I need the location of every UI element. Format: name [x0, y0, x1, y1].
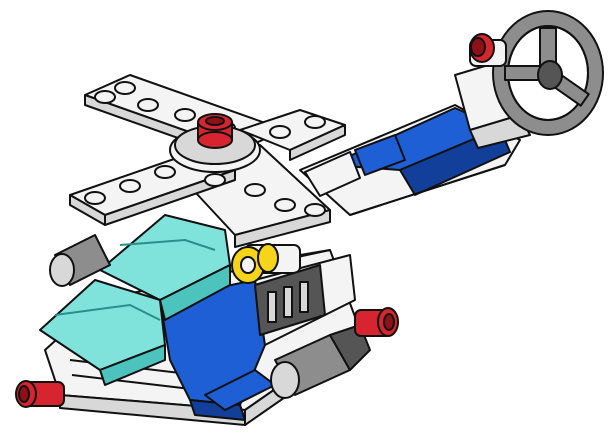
red-wheel-hub [469, 33, 507, 67]
red-rotor-hub [169, 113, 261, 173]
red-thruster-right [354, 307, 399, 337]
cockpit-canopy [39, 214, 231, 386]
yellow-joint [231, 243, 301, 284]
black-grille [254, 264, 326, 336]
dish-wheel [492, 10, 604, 136]
engine-left [49, 234, 111, 287]
blue-tail-boom [299, 59, 531, 216]
red-thruster-front [15, 380, 65, 408]
